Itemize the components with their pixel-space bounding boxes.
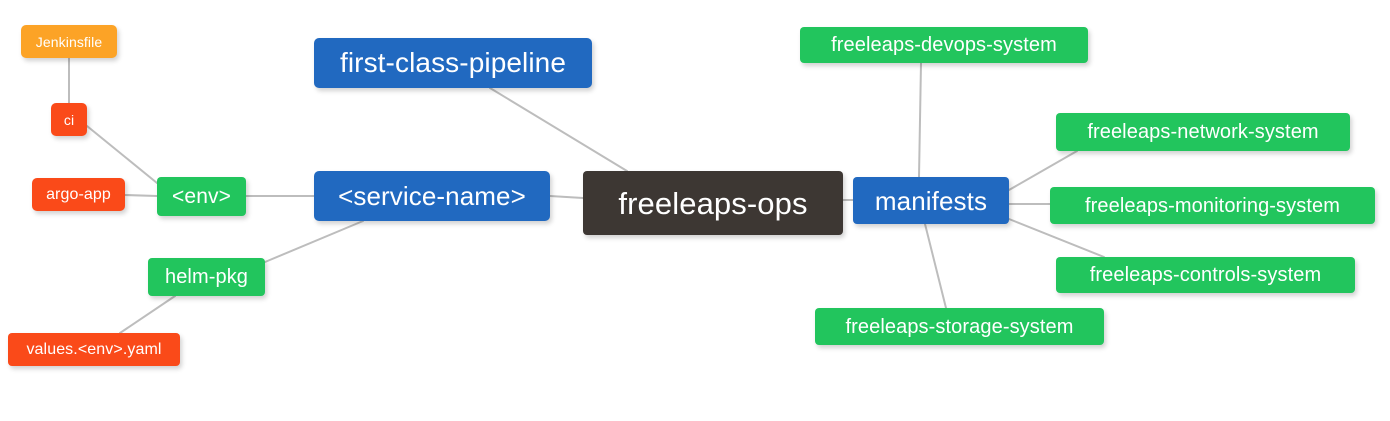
node-freeleaps-devops-system[interactable]: freeleaps-devops-system <box>800 27 1088 63</box>
node-freeleaps-ops[interactable]: freeleaps-ops <box>583 171 843 235</box>
node-label-argo-app: argo-app <box>46 185 111 203</box>
node-label-freeleaps-ops: freeleaps-ops <box>618 185 808 221</box>
node-freeleaps-controls-system[interactable]: freeleaps-controls-system <box>1056 257 1355 293</box>
node-jenkinsfile[interactable]: Jenkinsfile <box>21 25 117 58</box>
node-argo-app[interactable]: argo-app <box>32 178 125 211</box>
node-label-ci: ci <box>63 111 75 128</box>
edge-manifests-network <box>1008 150 1078 191</box>
node-label-freeleaps-controls-system: freeleaps-controls-system <box>1089 264 1322 286</box>
node-label-freeleaps-network-system: freeleaps-network-system <box>1087 121 1319 143</box>
node-freeleaps-network-system[interactable]: freeleaps-network-system <box>1056 113 1350 151</box>
node-label-helm-pkg: helm-pkg <box>164 266 249 288</box>
node-label-service-name: <service-name> <box>338 181 526 211</box>
node-label-jenkinsfile: Jenkinsfile <box>35 33 103 50</box>
node-values-yaml[interactable]: values.<env>.yaml <box>8 333 180 366</box>
node-first-class-pipeline[interactable]: first-class-pipeline <box>314 38 592 88</box>
node-manifests[interactable]: manifests <box>853 177 1009 224</box>
node-label-freeleaps-storage-system: freeleaps-storage-system <box>845 315 1074 338</box>
edge-manifests-devops <box>918 62 922 178</box>
edge-helmpkg-values <box>119 295 176 334</box>
edge-argoapp-env <box>124 194 158 197</box>
node-freeleaps-monitoring-system[interactable]: freeleaps-monitoring-system <box>1050 187 1375 224</box>
edge-ci-env <box>86 125 158 184</box>
node-ci[interactable]: ci <box>51 103 87 136</box>
node-label-freeleaps-monitoring-system: freeleaps-monitoring-system <box>1084 194 1340 217</box>
node-label-values-yaml: values.<env>.yaml <box>26 340 162 358</box>
node-env[interactable]: <env> <box>157 177 246 216</box>
edge-manifests-storage <box>924 223 947 309</box>
node-helm-pkg[interactable]: helm-pkg <box>148 258 265 296</box>
node-freeleaps-storage-system[interactable]: freeleaps-storage-system <box>815 308 1104 345</box>
node-label-manifests: manifests <box>874 185 988 216</box>
node-label-first-class-pipeline: first-class-pipeline <box>339 47 567 78</box>
node-service-name[interactable]: <service-name> <box>314 171 550 221</box>
edge-servicename-helmpkg <box>264 220 364 263</box>
node-label-freeleaps-devops-system: freeleaps-devops-system <box>831 34 1057 56</box>
node-label-env: <env> <box>172 185 231 208</box>
edge-manifests-controls <box>1008 218 1105 258</box>
edge-firstclass-ops <box>489 87 628 172</box>
edge-servicename-ops <box>549 195 584 199</box>
